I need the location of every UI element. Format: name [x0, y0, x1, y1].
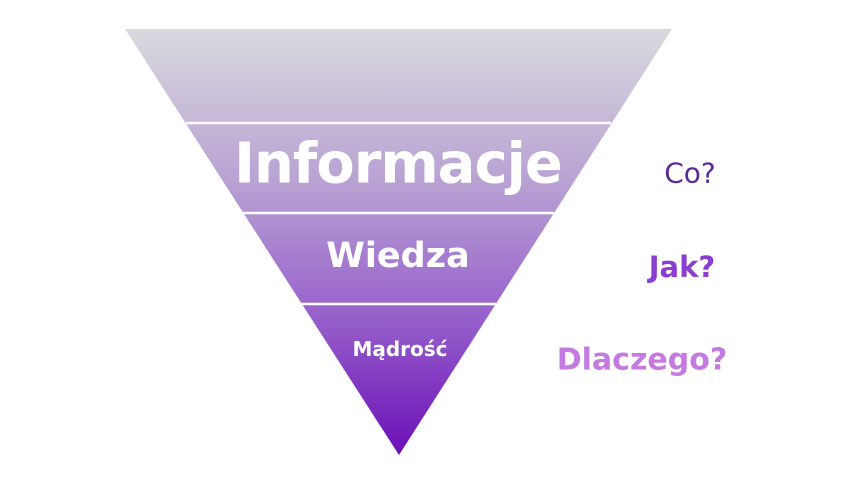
inverted-triangle	[125, 29, 672, 455]
level-wiedza-label: Wiedza	[326, 236, 470, 276]
question-dlaczego-label: Dlaczego?	[556, 342, 728, 378]
question-co-label: Co?	[664, 156, 716, 190]
level-informacje-label: Informacje	[234, 131, 563, 197]
question-jak-label: Jak?	[648, 250, 716, 284]
level-madrosc-label: Mądrość	[352, 337, 448, 361]
